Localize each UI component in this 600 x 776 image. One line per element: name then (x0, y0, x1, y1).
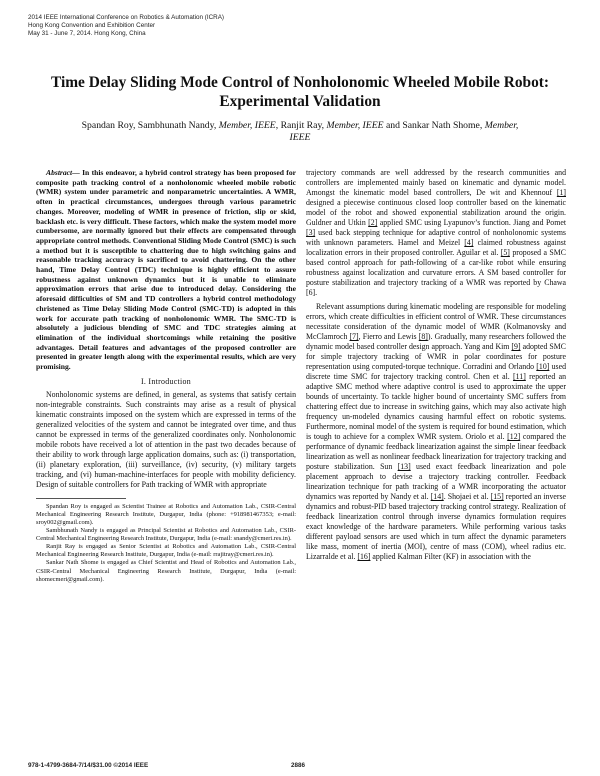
citation-link[interactable]: [13] (397, 462, 411, 471)
isbn-footer: 978-1-4799-3684-7/14/$31.00 ©2014 IEEE (28, 762, 149, 769)
abstract-text: — In this endeavor, a hybrid control str… (36, 168, 296, 372)
text-run: used exact feedback linearization and po… (306, 462, 566, 501)
citation-link[interactable]: [8] (418, 332, 428, 341)
right-paragraph-2: Relevant assumptions during kinematic mo… (306, 302, 566, 562)
text-run: used back stepping technique for adaptiv… (306, 228, 566, 247)
footnote-2: Sambhunath Nandy is engaged as Principal… (36, 527, 296, 543)
abstract-label: Abstract (46, 168, 73, 177)
citation-link[interactable]: [14] (430, 492, 444, 501)
author-3-role: Member, IEEE (289, 120, 519, 144)
text-run: reported an adaptive SMC method where ad… (306, 372, 566, 441)
citation-link[interactable]: [16] (357, 552, 371, 561)
citation-link[interactable]: [1] (556, 188, 566, 197)
citation-link[interactable]: [5] (500, 248, 510, 257)
author-2: , Ranjit Ray, (275, 120, 325, 131)
footnote-3: Ranjit Ray is engaged as Senior Scientis… (36, 543, 296, 559)
footnote-1: Spandan Roy is engaged as Scientist Trai… (36, 502, 296, 526)
text-run: reported an inverse dynamics and robust-… (306, 492, 566, 561)
text-run: adopted SMC for simple trajectory tracki… (306, 342, 566, 371)
conference-line-1: 2014 IEEE International Conference on Ro… (28, 14, 225, 21)
text-run: claimed robustness against localization … (306, 238, 566, 257)
text-run: trajectory commands are well addressed b… (306, 168, 566, 197)
citation-link[interactable]: [11] (513, 372, 526, 381)
citation-link[interactable]: [10] (536, 362, 550, 371)
author-1-role: Member, IEEE (218, 120, 276, 131)
text-run: , Fierro and Lewis (358, 332, 419, 341)
citation-link[interactable]: [2] (368, 218, 378, 227)
citation-link[interactable]: [12] (507, 432, 521, 441)
text-run: . Shojaei et al. (443, 492, 491, 501)
page-number: 2886 (291, 762, 306, 769)
text-run: used discrete time SMC for trajectory tr… (306, 362, 567, 381)
conference-header: 2014 IEEE International Conference on Ro… (28, 14, 224, 39)
right-column: trajectory commands are well addressed b… (306, 168, 566, 562)
paper-title: Time Delay Sliding Mode Control of Nonho… (50, 74, 550, 110)
left-column: Abstract— In this endeavor, a hybrid con… (36, 168, 296, 584)
abstract: Abstract— In this endeavor, a hybrid con… (36, 168, 296, 372)
intro-paragraph: Nonholonomic systems are defined, in gen… (36, 389, 296, 489)
text-run: designed a piecewise continuous closed l… (306, 198, 566, 227)
section-heading: I. Introduction (140, 376, 192, 386)
citation-link[interactable]: [9] (511, 342, 521, 351)
text-run: compared the performance of dynamic feed… (306, 432, 566, 471)
right-paragraph-1: trajectory commands are well addressed b… (306, 168, 566, 298)
text-run: proposed a SMC based control approach fo… (306, 248, 566, 297)
footnote-rule (36, 497, 126, 499)
footnotes: Spandan Roy is engaged as Scientist Trai… (36, 503, 296, 584)
author-1: Spandan Roy, Sambhunath Nandy, (81, 120, 217, 131)
citation-link[interactable]: [4] (464, 238, 474, 247)
citation-link[interactable]: [15] (490, 492, 504, 501)
conference-line-2: Hong Kong Convention and Exhibition Cent… (28, 22, 156, 30)
citation-link[interactable]: [3] (306, 228, 316, 237)
text-run: applied SMC using Lyapunov’s function. J… (377, 218, 566, 227)
text-run: ). Gradually, many researchers followed … (306, 332, 566, 351)
author-list: Spandan Roy, Sambhunath Nandy, Member, I… (70, 120, 530, 145)
text-run: Relevant assumptions during kinematic mo… (306, 302, 566, 341)
conference-line-3: May 31 - June 7, 2014. Hong Kong, China (28, 30, 146, 38)
citation-link[interactable]: [7] (349, 332, 359, 341)
author-2-role: Member, IEEE (326, 120, 384, 131)
text-run: applied Kalman Filter (KF) in associatio… (370, 552, 531, 561)
footnote-4: Sankar Nath Shome is engaged as Chief Sc… (36, 559, 296, 583)
author-3: and Sankar Nath Shome, (385, 120, 483, 131)
